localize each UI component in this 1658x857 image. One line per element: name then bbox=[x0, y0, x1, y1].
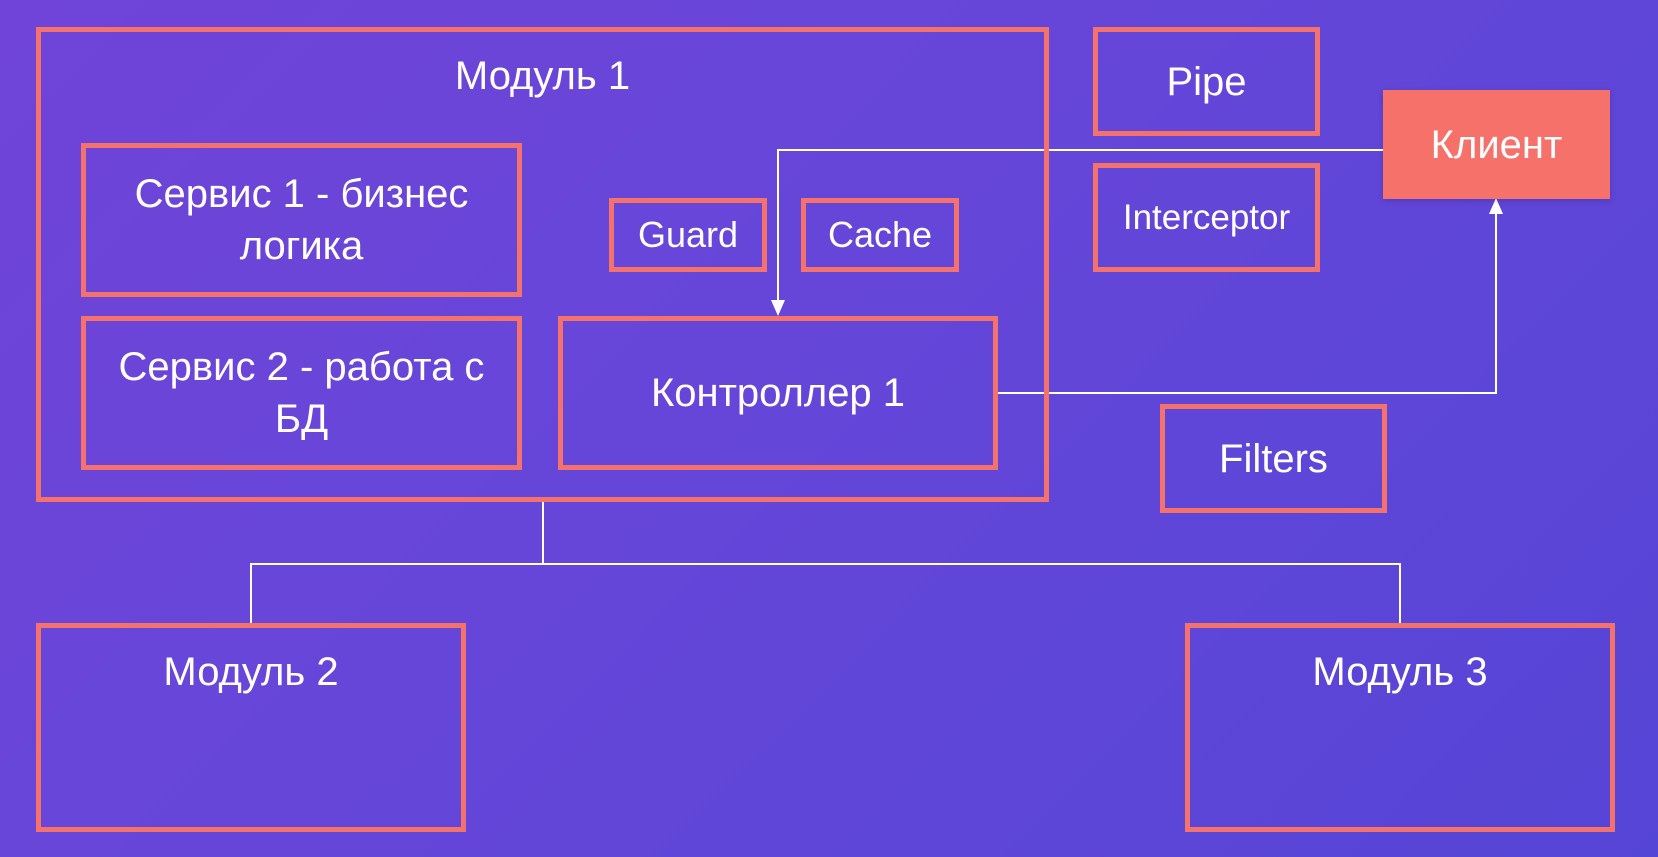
module2-box: Модуль 2 bbox=[36, 623, 466, 832]
controller1-box: Контроллер 1 bbox=[558, 316, 998, 470]
guard-box: Guard bbox=[609, 198, 767, 272]
service2-label: Сервис 2 - работа с БД bbox=[118, 345, 485, 441]
filters-label: Filters bbox=[1219, 436, 1328, 481]
interceptor-label: Interceptor bbox=[1122, 197, 1291, 237]
module1-box: Модуль 1 bbox=[36, 27, 1049, 502]
pipe-label: Pipe bbox=[1166, 59, 1247, 104]
guard-label: Guard bbox=[637, 213, 739, 255]
service1-label: Сервис 1 - бизнес логика bbox=[134, 172, 469, 268]
interceptor-box: Interceptor bbox=[1093, 163, 1320, 272]
cache-label: Cache bbox=[827, 213, 933, 255]
filters-box: Filters bbox=[1160, 404, 1387, 513]
service2-box: Сервис 2 - работа с БД bbox=[81, 316, 522, 470]
controller-to-client-arrowhead bbox=[1489, 198, 1503, 214]
module1-label: Модуль 1 bbox=[454, 54, 631, 98]
module2-label: Модуль 2 bbox=[163, 650, 339, 694]
service1-box: Сервис 1 - бизнес логика bbox=[81, 143, 522, 297]
client-label: Клиент bbox=[1430, 122, 1563, 167]
controller1-label: Контроллер 1 bbox=[650, 371, 906, 415]
pipe-box: Pipe bbox=[1093, 27, 1320, 136]
client-box: Клиент bbox=[1383, 90, 1610, 199]
cache-box: Cache bbox=[801, 198, 959, 272]
module-branch-connector bbox=[250, 563, 1401, 625]
module3-label: Модуль 3 bbox=[1312, 650, 1488, 694]
module3-box: Модуль 3 bbox=[1185, 623, 1615, 832]
